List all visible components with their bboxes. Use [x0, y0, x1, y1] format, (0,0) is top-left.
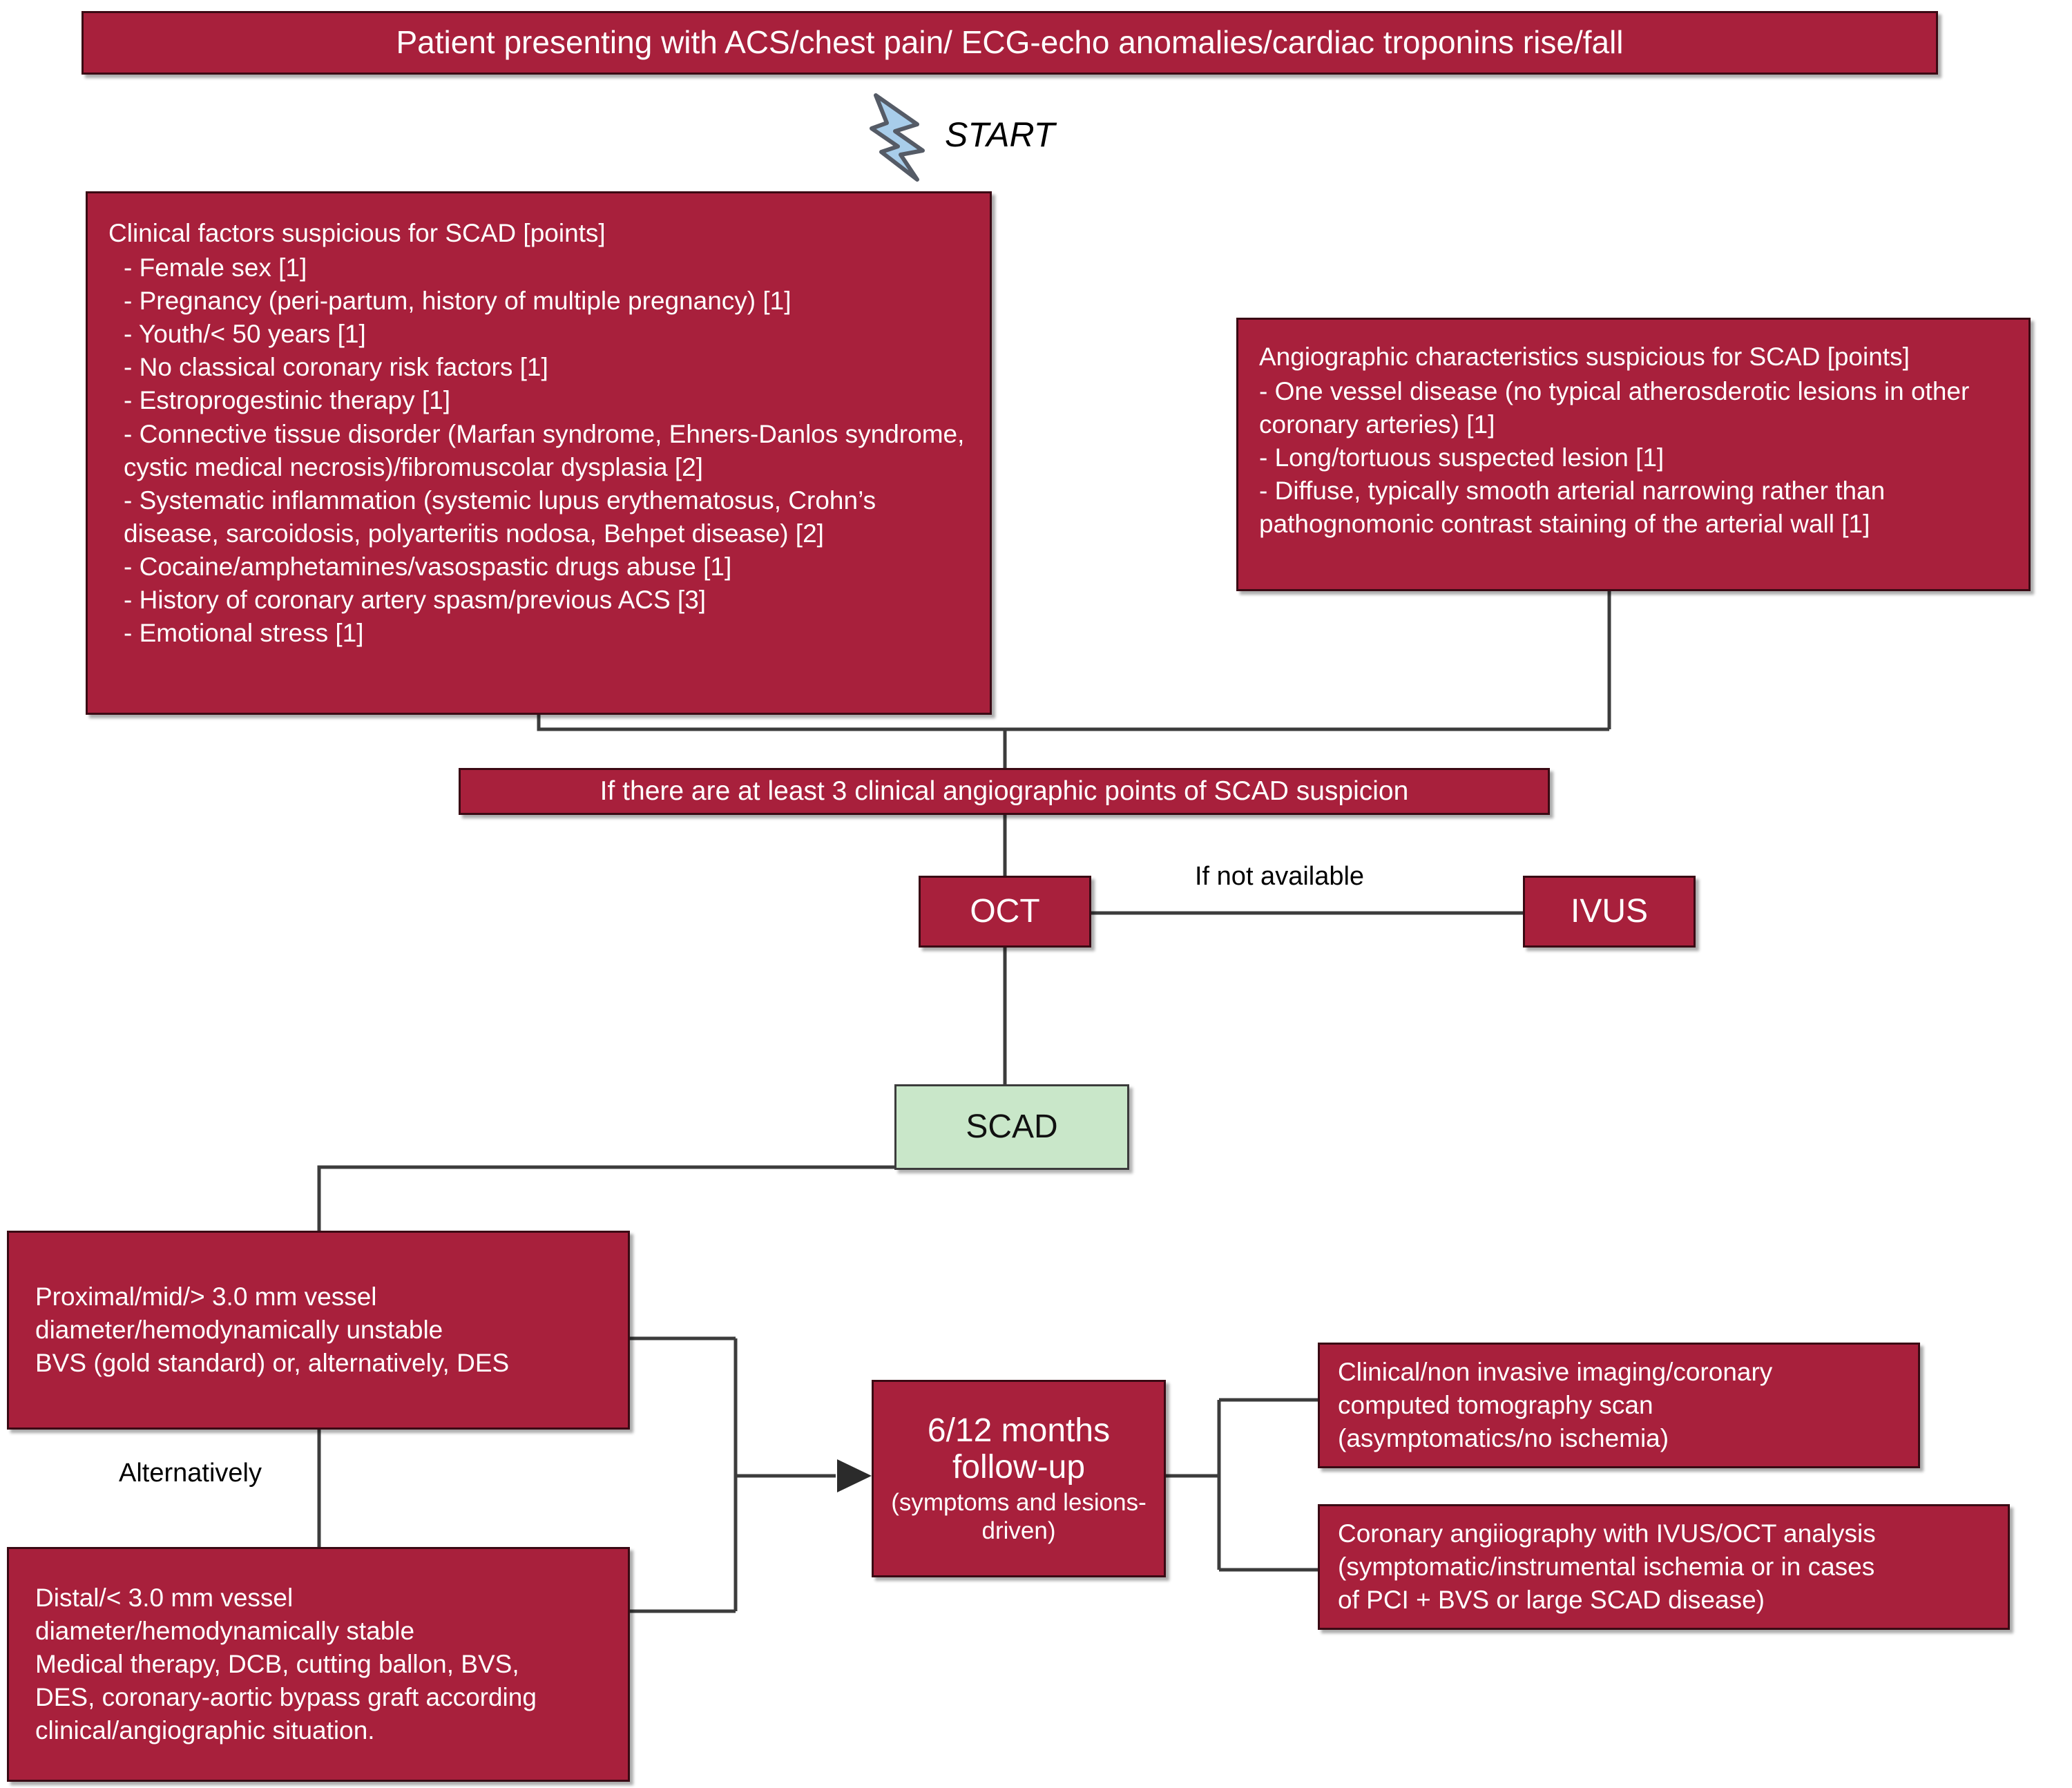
list-item: - One vessel disease (no typical atheros…: [1259, 377, 1970, 439]
decision-bar: If there are at least 3 clinical angiogr…: [459, 768, 1550, 815]
distal-line-2: diameter/hemodynamically stable: [35, 1616, 415, 1645]
outcome-top-line-2: computed tomography scan: [1338, 1390, 1653, 1419]
scad-label: SCAD: [966, 1108, 1058, 1145]
followup-sub-line-1: (symptoms and lesions-: [891, 1489, 1147, 1517]
list-item: - Systematic inflammation (systemic lupu…: [124, 486, 876, 548]
distal-line-1: Distal/< 3.0 mm vessel: [35, 1583, 294, 1612]
page-title: Patient presenting with ACS/chest pain/ …: [396, 24, 1624, 61]
distal-line-4: DES, coronary-aortic bypass graft accord…: [35, 1683, 537, 1712]
angiographic-list: - One vessel disease (no typical atheros…: [1259, 375, 2008, 541]
clinical-factors-box: Clinical factors suspicious for SCAD [po…: [86, 191, 992, 715]
proximal-line-3: BVS (gold standard) or, alternatively, D…: [35, 1349, 510, 1378]
list-item: - Estroprogestinic therapy [1]: [124, 386, 450, 415]
followup-sub-line-2: driven): [981, 1517, 1056, 1544]
ivus-label: IVUS: [1570, 892, 1649, 930]
decision-bar-label: If there are at least 3 clinical angiogr…: [599, 776, 1409, 806]
proximal-line-1: Proximal/mid/> 3.0 mm vessel: [35, 1282, 377, 1311]
alternatively-label: Alternatively: [119, 1459, 262, 1488]
list-item: - Emotional stress [1]: [124, 619, 364, 648]
distal-line-3: Medical therapy, DCB, cutting ballon, BV…: [35, 1649, 519, 1678]
lightning-bolt-icon: [851, 93, 934, 182]
clinical-factors-heading: Clinical factors suspicious for SCAD [po…: [108, 219, 606, 247]
outcome-angiography-box: Coronary angiiography with IVUS/OCT anal…: [1318, 1504, 2010, 1630]
list-item: - Diffuse, typically smooth arterial nar…: [1259, 477, 1886, 539]
followup-box: 6/12 months follow-up (symptoms and lesi…: [872, 1380, 1166, 1577]
outcome-bottom-line-2: (symptomatic/instrumental ischemia or in…: [1338, 1552, 1875, 1581]
proximal-line-2: diameter/hemodynamically unstable: [35, 1315, 443, 1344]
list-item: - Youth/< 50 years [1]: [124, 320, 366, 349]
outcome-bottom-line-1: Coronary angiiography with IVUS/OCT anal…: [1338, 1519, 1876, 1548]
angiographic-characteristics-box: Angiographic characteristics suspicious …: [1236, 318, 2031, 591]
oct-label: OCT: [970, 892, 1040, 930]
list-item: - Cocaine/amphetamines/vasospastic drugs…: [124, 552, 732, 581]
clinical-factors-list: - Female sex [1] - Pregnancy (peri-partu…: [108, 251, 969, 650]
start-label: START: [945, 115, 1055, 154]
list-item: - No classical coronary risk factors [1]: [124, 353, 548, 382]
page-title-bar: Patient presenting with ACS/chest pain/ …: [81, 11, 1938, 75]
outcome-noninvasive-box: Clinical/non invasive imaging/coronary c…: [1318, 1343, 1920, 1468]
oct-box[interactable]: OCT: [919, 876, 1091, 948]
if-not-available-label: If not available: [1195, 862, 1365, 891]
scad-box: SCAD: [894, 1084, 1129, 1170]
angiographic-heading: Angiographic characteristics suspicious …: [1259, 343, 1910, 371]
outcome-top-line-1: Clinical/non invasive imaging/coronary: [1338, 1357, 1773, 1386]
outcome-bottom-line-3: of PCI + BVS or large SCAD disease): [1338, 1586, 1765, 1615]
followup-main-line-1: 6/12 months: [927, 1412, 1111, 1449]
list-item: - Pregnancy (peri-partum, history of mul…: [124, 287, 792, 316]
distal-treatment-box: Distal/< 3.0 mm vessel diameter/hemodyna…: [7, 1547, 630, 1782]
list-item: - Female sex [1]: [124, 253, 307, 282]
list-item: - History of coronary artery spasm/previ…: [124, 586, 707, 615]
followup-main-line-2: follow-up: [952, 1449, 1086, 1486]
list-item: - Long/tortuous suspected lesion [1]: [1259, 443, 1665, 472]
outcome-top-line-3: (asymptomatics/no ischemia): [1338, 1424, 1669, 1453]
ivus-box[interactable]: IVUS: [1523, 876, 1696, 948]
list-item: - Connective tissue disorder (Marfan syn…: [124, 419, 965, 481]
distal-line-5: clinical/angiographic situation.: [35, 1716, 375, 1745]
proximal-treatment-box: Proximal/mid/> 3.0 mm vessel diameter/he…: [7, 1231, 630, 1430]
